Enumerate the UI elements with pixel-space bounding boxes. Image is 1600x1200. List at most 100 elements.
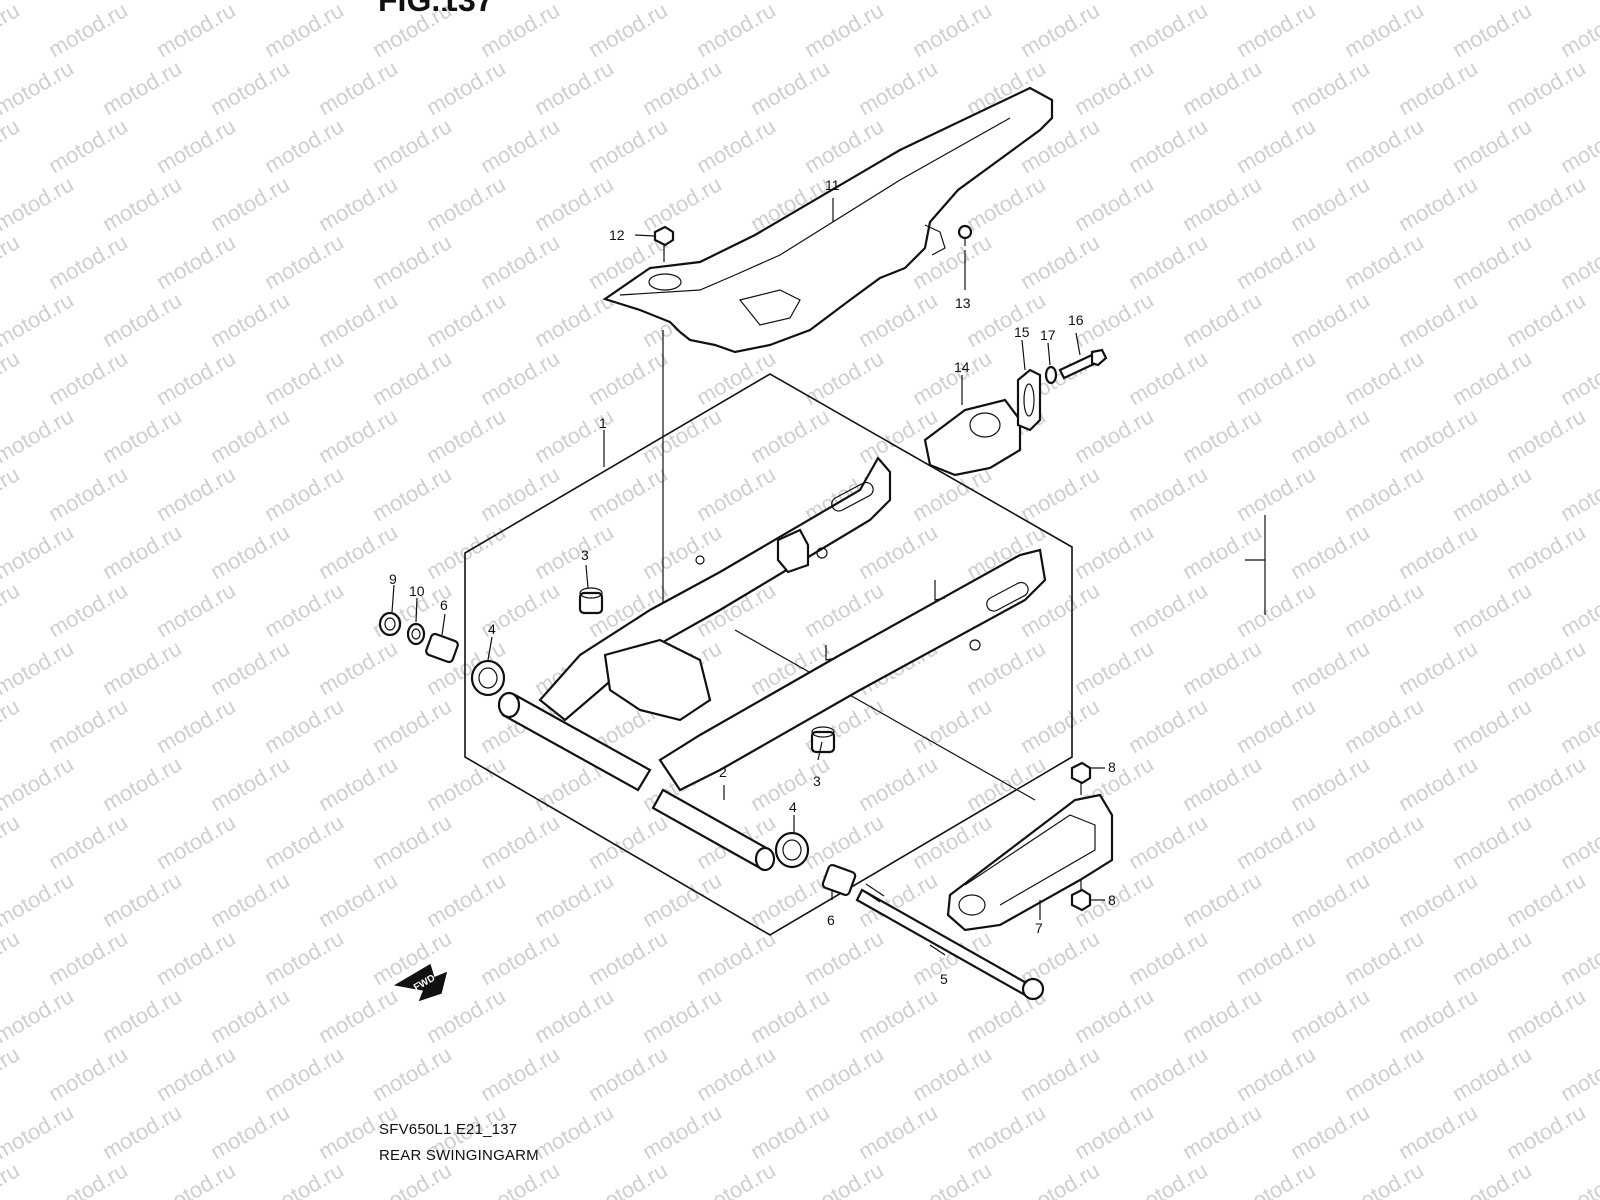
watermark-text: motod.ru	[962, 635, 1050, 700]
watermark-text: motod.ru	[0, 867, 78, 932]
watermark-text: motod.ru	[1340, 809, 1428, 874]
watermark-text: motod.ru	[1070, 1099, 1158, 1164]
watermark-text: motod.ru	[44, 925, 132, 990]
adjuster-slot-right	[986, 581, 1029, 612]
watermark-text: motod.ru	[692, 461, 780, 526]
callout-4-right: 4	[789, 799, 797, 815]
watermark-text: motod.ru	[152, 1041, 240, 1106]
watermark-text: motod.ru	[1556, 461, 1600, 526]
watermark-text: motod.ru	[368, 809, 456, 874]
brake-hose-bracket	[776, 528, 810, 574]
bolt-12	[653, 225, 675, 262]
watermark-text: motod.ru	[206, 287, 294, 352]
spacer-tube-end	[754, 846, 776, 872]
watermark-text: motod.ru	[908, 809, 996, 874]
watermark-text: motod.ru	[638, 55, 726, 120]
watermark-text: motod.ru	[1124, 693, 1212, 758]
watermark-text: motod.ru	[1556, 577, 1600, 642]
watermark-text: motod.ru	[368, 693, 456, 758]
watermark-text: motod.ru	[0, 345, 24, 410]
adjuster-washer-15	[1016, 368, 1042, 432]
watermark-text: motod.ru	[1556, 113, 1600, 178]
watermark-text: motod.ru	[962, 1099, 1050, 1164]
watermark-text: motod.ru	[800, 577, 888, 642]
watermark-text: motod.ru	[1502, 403, 1590, 468]
callout-8-upper: 8	[1108, 759, 1116, 775]
mount-hole-3	[969, 639, 981, 651]
watermark-text: motod.ru	[98, 55, 186, 120]
mount-hole-2	[816, 547, 828, 559]
watermark-text: motod.ru	[0, 113, 24, 178]
cover-boss	[648, 273, 682, 291]
watermark-text: motod.ru	[638, 403, 726, 468]
watermark-text: motod.ru	[98, 171, 186, 236]
spacer-6-left	[425, 632, 459, 664]
watermark-text: motod.ru	[260, 229, 348, 294]
watermark-text: motod.ru	[638, 171, 726, 236]
callout-7: 7	[1035, 920, 1043, 936]
watermark-text: motod.ru	[908, 1157, 996, 1200]
watermark-text: motod.ru	[206, 751, 294, 816]
spacer-6-right	[821, 863, 857, 897]
adjuster-slot-left	[831, 481, 874, 512]
watermark-text: motod.ru	[314, 287, 402, 352]
watermark-text: motod.ru	[854, 55, 942, 120]
watermark-text: motod.ru	[476, 925, 564, 990]
watermark-text: motod.ru	[854, 287, 942, 352]
callout-16: 16	[1068, 312, 1084, 328]
watermark-text: motod.ru	[1394, 171, 1482, 236]
watermark-text: motod.ru	[1178, 171, 1266, 236]
watermark-text: motod.ru	[0, 635, 78, 700]
watermark-text: motod.ru	[1448, 693, 1536, 758]
watermark-text: motod.ru	[746, 403, 834, 468]
watermark-text: motod.ru	[152, 0, 240, 62]
watermark-text: motod.ru	[1286, 287, 1374, 352]
watermark-text: motod.ru	[260, 1157, 348, 1200]
watermark-text: motod.ru	[1070, 635, 1158, 700]
watermark-text: motod.ru	[1340, 1041, 1428, 1106]
watermark-text: motod.ru	[1394, 403, 1482, 468]
bushings	[378, 587, 857, 897]
watermark-text: motod.ru	[962, 287, 1050, 352]
watermark-text: motod.ru	[0, 519, 78, 584]
watermark-text: motod.ru	[1448, 113, 1536, 178]
watermark-text: motod.ru	[1394, 635, 1482, 700]
watermark-text: motod.ru	[1016, 229, 1104, 294]
watermark-text: motod.ru	[908, 345, 996, 410]
watermark-text: motod.ru	[1448, 1157, 1536, 1200]
watermark-text: motod.ru	[476, 345, 564, 410]
watermark-text: motod.ru	[206, 635, 294, 700]
watermark-text: motod.ru	[962, 171, 1050, 236]
assembly-outline	[464, 373, 1073, 936]
watermark-text: motod.ru	[1340, 693, 1428, 758]
watermark-text: motod.ru	[260, 461, 348, 526]
watermark-text: motod.ru	[206, 403, 294, 468]
watermark-text: motod.ru	[1178, 287, 1266, 352]
watermark-text: motod.ru	[0, 1041, 24, 1106]
watermark-text: motod.ru	[584, 0, 672, 62]
watermark-text: motod.ru	[422, 867, 510, 932]
watermark-text: motod.ru	[584, 113, 672, 178]
watermark-text: motod.ru	[1178, 983, 1266, 1048]
watermark-text: motod.ru	[152, 925, 240, 990]
watermark-text: motod.ru	[0, 171, 78, 236]
watermark-text: motod.ru	[368, 0, 456, 62]
watermark-text: motod.ru	[1124, 809, 1212, 874]
watermark-text: motod.ru	[0, 809, 24, 874]
callout-1: 1	[599, 415, 607, 431]
watermark-text: motod.ru	[206, 55, 294, 120]
watermark-text: motod.ru	[1502, 55, 1590, 120]
watermark-text: motod.ru	[584, 345, 672, 410]
watermark-text: motod.ru	[0, 925, 24, 990]
callout-12: 12	[609, 227, 625, 243]
watermark-text: motod.ru	[1124, 0, 1212, 62]
watermark-text: motod.ru	[476, 113, 564, 178]
watermark-text: motod.ru	[1232, 113, 1320, 178]
watermark-text: motod.ru	[476, 229, 564, 294]
watermark-text: motod.ru	[1556, 925, 1600, 990]
watermark-text: motod.ru	[476, 0, 564, 62]
watermark-text: motod.ru	[1556, 0, 1600, 62]
watermark-text: motod.ru	[0, 1157, 24, 1200]
watermark-text: motod.ru	[584, 1157, 672, 1200]
